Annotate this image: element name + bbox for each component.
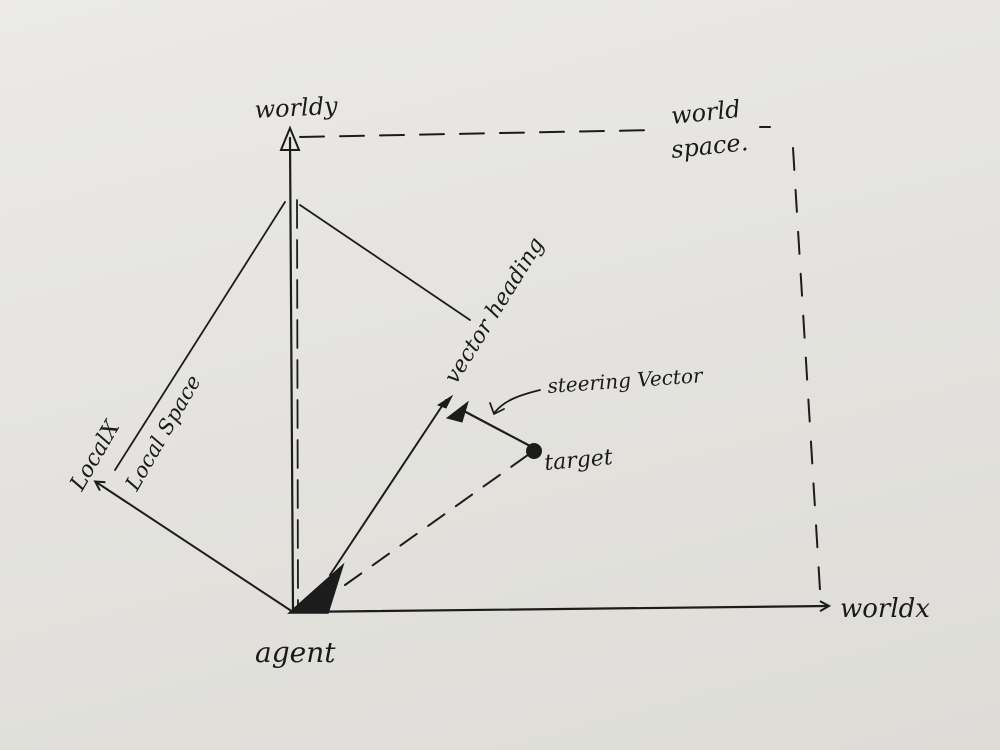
local-x-label: LocalX bbox=[65, 416, 126, 496]
steering-vector-label: steering Vector bbox=[547, 363, 705, 398]
steering-pointer-head bbox=[489, 402, 505, 415]
steering-vector-line bbox=[460, 408, 534, 449]
world-y-label: worldy bbox=[254, 92, 339, 124]
world-x-axis bbox=[291, 606, 828, 614]
target-dot bbox=[526, 443, 542, 459]
world-space-label-line1: world bbox=[670, 95, 742, 130]
agent-hatching bbox=[295, 570, 339, 612]
vector-heading-tip bbox=[436, 394, 454, 409]
world-x-label: worldx bbox=[840, 594, 930, 624]
local-space-left-edge bbox=[114, 201, 286, 471]
world-y-arrowhead bbox=[279, 125, 301, 151]
local-space-label: Local Space bbox=[120, 371, 206, 495]
agent-shape bbox=[287, 562, 345, 614]
local-space-top-edge bbox=[299, 204, 471, 321]
world-space-right-dashed bbox=[792, 147, 821, 591]
vector-heading-line bbox=[329, 399, 447, 576]
world-space-top-dashed bbox=[299, 129, 656, 138]
desired-heading-dashed bbox=[344, 451, 533, 586]
agent-label: agent bbox=[255, 636, 336, 669]
world-space-label-line2: space. bbox=[670, 128, 750, 164]
steering-pointer bbox=[494, 389, 541, 413]
target-label: target bbox=[543, 445, 613, 476]
local-x-axis bbox=[96, 482, 294, 613]
world-y-dashed-overlay bbox=[296, 199, 299, 606]
world-y-axis bbox=[288, 136, 295, 614]
